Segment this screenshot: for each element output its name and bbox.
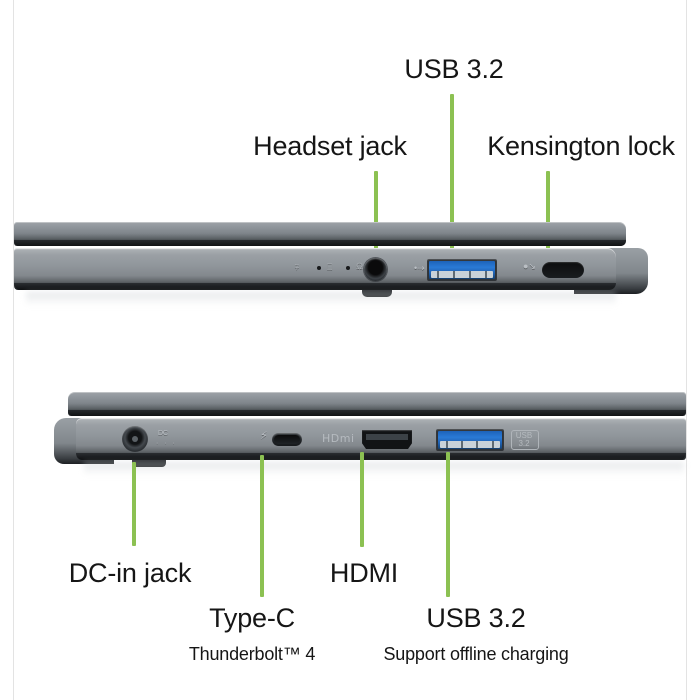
usb-port-tongue (440, 441, 500, 448)
laptop-base-top: ⍫ ⌸ Ω •⇢ ●↘ (14, 248, 616, 290)
laptop-lid-top (14, 222, 626, 246)
leader-line-usb-3-2-top (450, 94, 454, 269)
hdmi-port[interactable] (362, 430, 412, 449)
leader-line-usb-3-2-bottom (446, 452, 450, 597)
label-dc-in-jack: DC-in jack (68, 558, 192, 588)
leader-line-hdmi (360, 452, 364, 547)
battery-indicator-icon: ⌸ (327, 262, 333, 272)
label-usb-3-2-top: USB 3.2 (404, 54, 504, 84)
kensington-lock-icon: ●↘ (523, 261, 536, 271)
dc-in-jack-port[interactable] (122, 426, 148, 452)
usb-superspeed-icon: •⇢ (414, 263, 425, 273)
usb-c-thunderbolt-port[interactable] (272, 433, 302, 446)
kensington-lock-slot[interactable] (542, 262, 584, 278)
label-type-c: Type-C (209, 603, 295, 633)
usb-speed-badge-box (511, 430, 539, 450)
usb-speed-badge-line2: 3.2 (518, 439, 530, 448)
page-border-left (13, 0, 14, 700)
label-type-c-sub: Thunderbolt™ 4 (188, 644, 316, 664)
dc-in-polarity-icon: · · · (156, 440, 177, 447)
hdmi-port-slot (366, 434, 408, 440)
headset-jack-port[interactable] (364, 258, 387, 281)
headphone-icon: Ω (356, 261, 363, 271)
leader-line-dc-in-jack (132, 462, 136, 546)
usb-port-tongue (431, 271, 493, 278)
led-dot-2 (346, 266, 350, 270)
usb-port-cavity (438, 431, 502, 449)
reflection-top (26, 292, 616, 306)
dc-in-silkscreen-label: DC (158, 430, 169, 437)
led-dot-1 (317, 266, 321, 270)
label-hdmi: HDMI (329, 558, 399, 588)
hdmi-silkscreen-label: HDmi (322, 432, 355, 445)
usb-a-3-2-port-top[interactable] (427, 259, 497, 281)
laptop-lid-bottom (68, 392, 686, 416)
usb-a-3-2-port-bottom[interactable] (436, 429, 504, 451)
usb-port-cavity (429, 261, 495, 279)
label-usb-3-2-sub: Support offline charging (383, 644, 569, 664)
label-headset-jack: Headset jack (253, 131, 407, 161)
thunderbolt-icon: ⚡ (260, 430, 268, 442)
leader-line-type-c (260, 455, 264, 597)
usb-c-cavity (274, 435, 300, 444)
leader-line-headset-jack (374, 171, 378, 269)
page-border-right (686, 0, 687, 700)
status-indicator-icons: ⍫ (294, 262, 300, 272)
usb-speed-badge-line1: USB (515, 431, 533, 440)
laptop-base-bottom: DC · · · ⚡ HDmi USB (76, 418, 686, 460)
rubber-foot-bottom (132, 460, 166, 467)
dc-jack-center-pin (132, 436, 138, 442)
label-kensington-lock: Kensington lock (487, 131, 675, 161)
label-usb-3-2-bottom: USB 3.2 (426, 603, 526, 633)
rubber-foot-top (362, 290, 392, 297)
reflection-bottom (84, 462, 684, 476)
